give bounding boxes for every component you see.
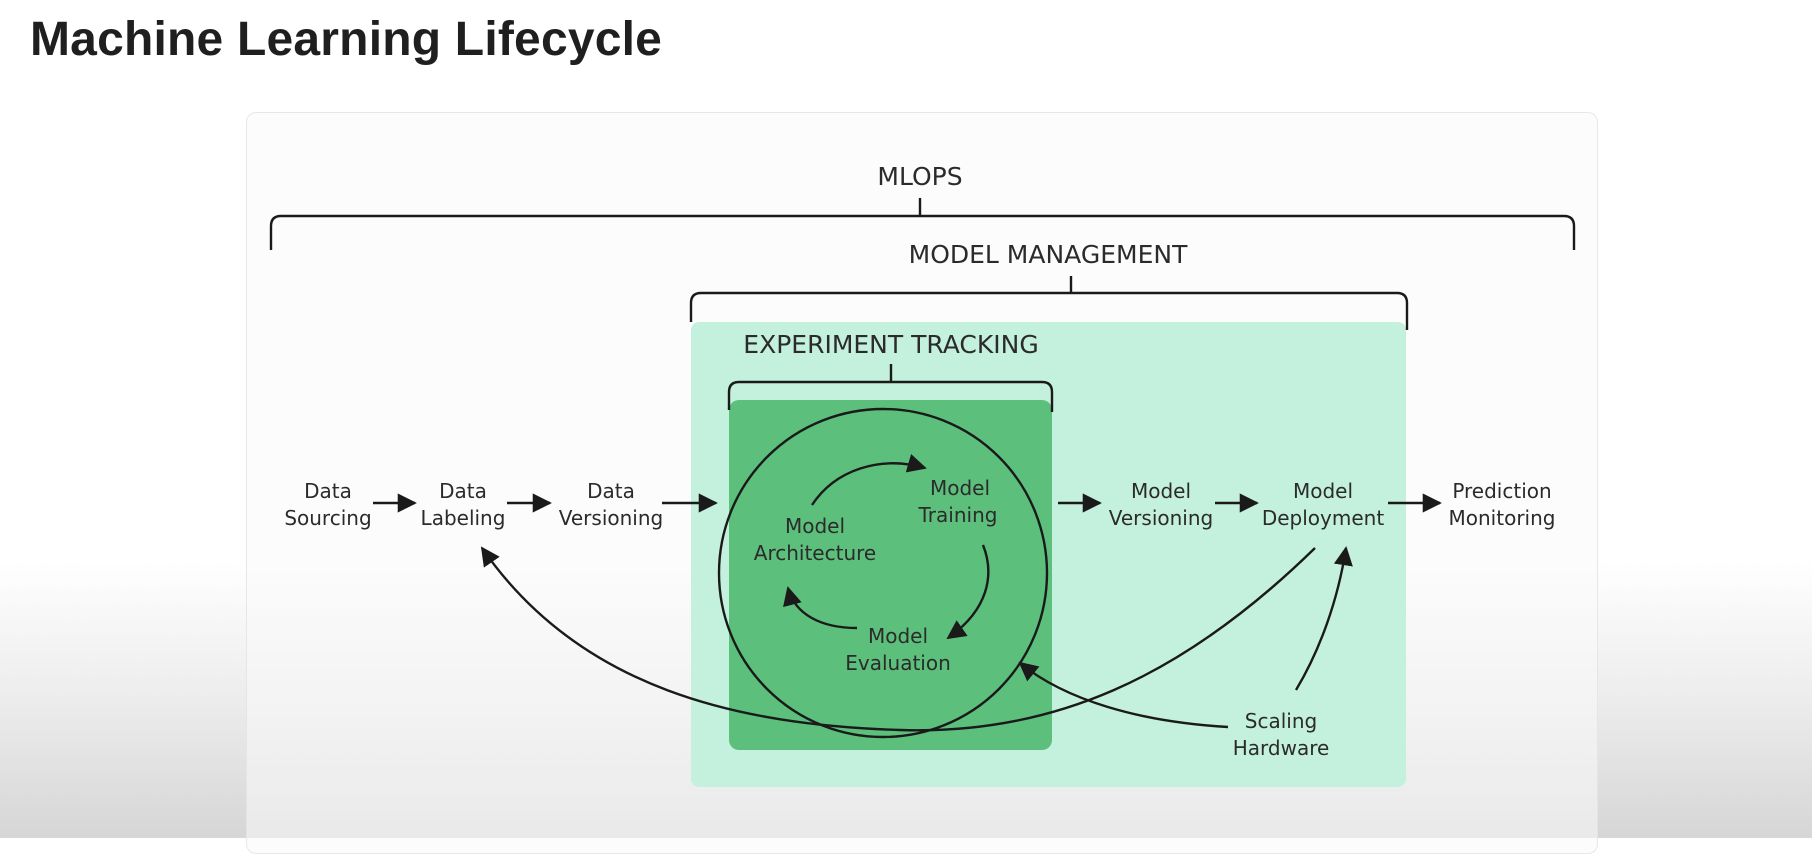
- svg-text:Versioning: Versioning: [1109, 506, 1213, 530]
- experiment-tracking-bracket: [727, 364, 1054, 412]
- svg-text:Evaluation: Evaluation: [845, 651, 951, 675]
- model-management-bracket: [689, 276, 1409, 330]
- experiment-cycle-circle: [717, 407, 1049, 739]
- node-scaling-hardware: Scaling Hardware: [1233, 709, 1330, 760]
- node-model-evaluation: Model Evaluation: [845, 624, 951, 675]
- node-data-labeling: Data Labeling: [421, 479, 506, 530]
- svg-text:Model: Model: [1293, 479, 1353, 503]
- experiment-tracking-region: [729, 400, 1052, 750]
- svg-text:Training: Training: [918, 503, 998, 527]
- node-model-training: Model Training: [918, 476, 998, 527]
- svg-text:Data: Data: [587, 479, 635, 503]
- svg-text:Labeling: Labeling: [421, 506, 506, 530]
- node-data-sourcing: Data Sourcing: [284, 479, 371, 530]
- svg-text:Model: Model: [868, 624, 928, 648]
- arch-to-training-arrow: [810, 453, 927, 506]
- svg-text:Scaling: Scaling: [1245, 709, 1317, 733]
- svg-text:Architecture: Architecture: [754, 541, 876, 565]
- model-management-label: MODEL MANAGEMENT: [909, 240, 1188, 269]
- node-model-versioning: Model Versioning: [1109, 479, 1213, 530]
- svg-text:Data: Data: [439, 479, 487, 503]
- scaling-to-evaluation-arrow: [1018, 661, 1229, 729]
- evaluation-to-architecture-arrow: [783, 586, 858, 630]
- svg-text:Deployment: Deployment: [1262, 506, 1384, 530]
- svg-text:Sourcing: Sourcing: [284, 506, 371, 530]
- svg-text:Prediction: Prediction: [1452, 479, 1551, 503]
- mlops-bracket: [269, 198, 1576, 250]
- svg-text:Model: Model: [1131, 479, 1191, 503]
- scaling-to-deployment-arrow: [1294, 546, 1353, 691]
- node-prediction-monitoring: Prediction Monitoring: [1449, 479, 1556, 530]
- experiment-tracking-label: EXPERIMENT TRACKING: [743, 330, 1038, 359]
- page-title: Machine Learning Lifecycle: [30, 13, 663, 66]
- svg-text:Versioning: Versioning: [559, 506, 663, 530]
- svg-text:Hardware: Hardware: [1233, 736, 1330, 760]
- svg-text:Monitoring: Monitoring: [1449, 506, 1556, 530]
- training-to-evaluation-arrow: [946, 544, 990, 640]
- svg-text:Model: Model: [930, 476, 990, 500]
- node-data-versioning: Data Versioning: [559, 479, 663, 530]
- svg-text:Data: Data: [304, 479, 352, 503]
- node-model-architecture: Model Architecture: [754, 514, 876, 565]
- deployment-to-labeling-feedback-arrow: [480, 546, 1316, 732]
- node-model-deployment: Model Deployment: [1262, 479, 1384, 530]
- mlops-label: MLOPS: [877, 162, 962, 191]
- svg-text:Model: Model: [785, 514, 845, 538]
